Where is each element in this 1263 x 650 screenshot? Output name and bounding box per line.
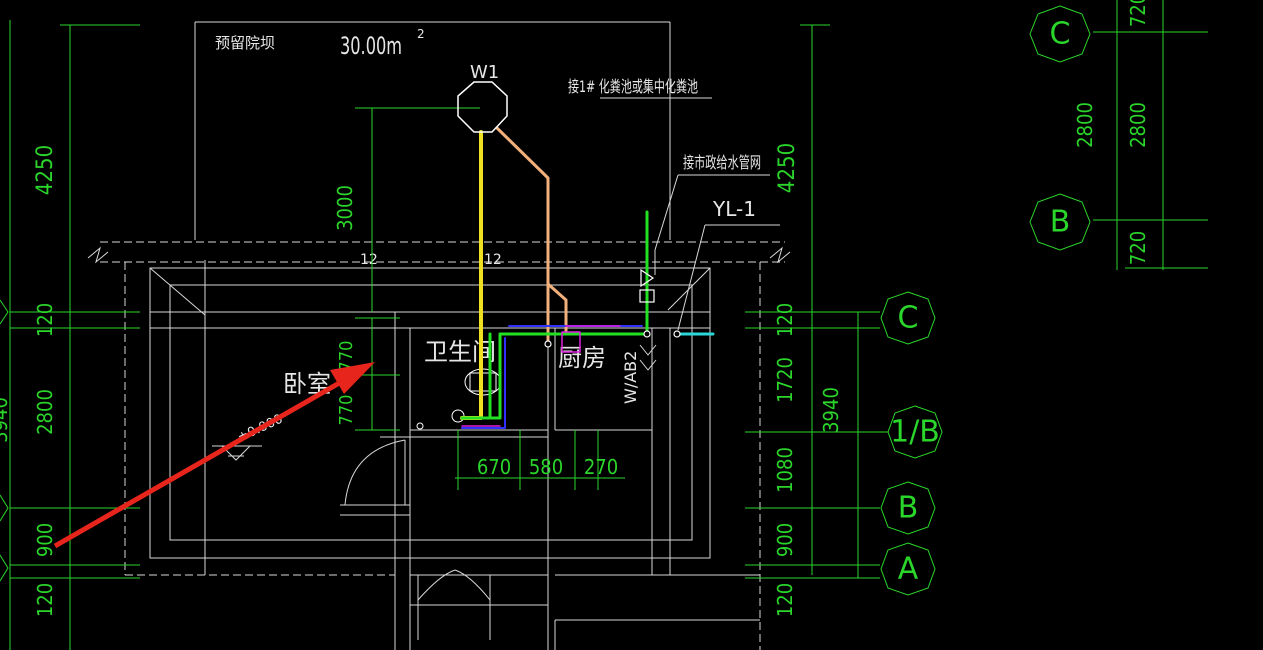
dim-770-b: 770 (336, 395, 357, 426)
dim-1080: 1080 (773, 447, 797, 493)
axis-marker-texts: C B C 1/B B A (890, 17, 1070, 587)
pipe-fittings (544, 268, 681, 348)
slab-mark-left: 12 (360, 252, 378, 268)
dim-670: 670 (477, 455, 511, 479)
municipal-water-note: 接市政给水管网 (683, 153, 761, 172)
dim-3000: 3000 (333, 185, 357, 231)
dim-120-right: 120 (773, 303, 797, 337)
axis-b-main: B (898, 491, 919, 526)
yard-area-label: 30.00m (340, 32, 402, 60)
window-code-label: W/AB2 (621, 351, 640, 404)
dim-720-bottom: 720 (1126, 231, 1150, 265)
dim-4250-right: 4250 (775, 143, 800, 193)
axis-c-top: C (1050, 17, 1071, 52)
axis-c-main: C (898, 301, 919, 336)
dim-120-left-bottom: 120 (33, 583, 57, 617)
yellow-drain-pipe (460, 130, 483, 420)
dim-120-right-bottom: 120 (773, 583, 797, 617)
bathroom-label: 卫生间 (424, 338, 496, 366)
dim-1720: 1720 (773, 357, 797, 403)
dim-770-a: 770 (336, 341, 357, 372)
dim-120-left: 120 (33, 303, 57, 337)
dim-270: 270 (584, 455, 618, 479)
dim-2800-right-2: 2800 (1126, 102, 1150, 148)
dim-2800-left: 2800 (33, 389, 57, 435)
dimension-texts: 4250 3000 4250 120 2800 3940 900 120 770… (0, 0, 1150, 617)
dim-900-left: 900 (33, 523, 57, 557)
dim-3940-right: 3940 (819, 387, 843, 433)
room-labels: 预留院坝 30.00m 2 W1 接1# 化粪池或集中化粪池 接市政给水管网 Y… (215, 27, 761, 446)
w1-octagon (457, 81, 508, 133)
dimension-lines (9, 0, 1208, 650)
dim-580: 580 (529, 455, 563, 479)
septic-note: 接1# 化粪池或集中化粪池 (568, 77, 698, 96)
axis-1b: 1/B (890, 415, 940, 450)
dim-900-right: 900 (773, 523, 797, 557)
axis-b-top: B (1050, 205, 1071, 240)
magenta-fittings (461, 325, 621, 427)
reserved-yard-label: 预留院坝 (215, 34, 275, 52)
slab-mark-right: 12 (484, 252, 502, 268)
yl1-label: YL-1 (712, 197, 756, 221)
leader-lines (600, 97, 780, 331)
red-annotation-arrow (53, 362, 375, 549)
orange-drain-pipe (495, 126, 568, 336)
dim-4250-left: 4250 (33, 145, 58, 195)
w1-label: W1 (470, 62, 499, 83)
architecture-lines (87, 21, 791, 650)
dim-2800-right-1: 2800 (1073, 102, 1097, 148)
dim-720-top: 720 (1126, 0, 1150, 27)
green-supply-pipe (460, 210, 649, 420)
dim-3940-left: 3940 (0, 397, 12, 443)
yard-area-superscript: 2 (417, 27, 425, 41)
axis-markers (0, 5, 1091, 596)
kitchen-label: 厨房 (558, 344, 606, 372)
axis-a-main: A (898, 552, 919, 587)
drainage-pipes (460, 126, 715, 429)
